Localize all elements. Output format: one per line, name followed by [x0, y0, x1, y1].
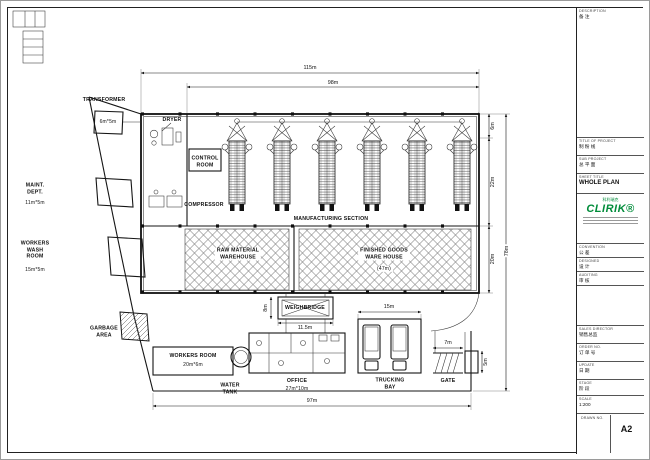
scale-value: 1:200 [579, 402, 591, 407]
warehouse-hatch [184, 228, 472, 291]
clirik-logo: CLIRIK® [586, 203, 635, 215]
label-manufacturing-section: MANUFACTURING SECTION [293, 215, 369, 222]
brand-address-line [583, 222, 638, 224]
stage-value: 阶 段 [579, 386, 590, 391]
titleblock-sub-project: SUB PROJECT 总 平 面 [577, 156, 644, 174]
label-workers-room-size: 20m*6m [183, 361, 203, 368]
label-maint-dept: MAINT. DEPT. [25, 182, 45, 196]
label-maint-dept-size: 11m*5m [25, 199, 45, 206]
drawn-no-cell: DRAWN NO. [579, 415, 610, 453]
description-note: 备 注 [579, 14, 590, 19]
label-workers-room: WORKERS ROOM [169, 352, 217, 359]
titleblock-scale: SCALE 1:200 [577, 396, 644, 414]
titleblock-brand: 科利瑞克 CLIRIK® [577, 194, 644, 244]
convention-value: 公 差 [579, 250, 590, 255]
titleblock-designed: DESIGNED 设 计 [577, 258, 644, 272]
label-office-size: 27m*10m [285, 385, 309, 392]
order-no-value: 订 单 号 [579, 350, 596, 355]
grinding-mills [221, 118, 478, 212]
update-value: 日 期 [579, 368, 590, 373]
label-garbage-area: GARBAGE AREA [90, 325, 118, 339]
titleblock-convention: CONVENTION 公 差 [577, 244, 644, 258]
drawn-no-label: DRAWN NO. [581, 416, 604, 420]
label-workers-wash-room-size: 15m*5m [25, 266, 45, 273]
titleblock-spacer [577, 286, 644, 326]
dim-overall-width: 115m [302, 65, 318, 71]
designed-label: DESIGNED [579, 259, 600, 263]
titleblock-update: UPDATE 日 期 [577, 362, 644, 380]
label-warehouse-inner-dim: (47m) [374, 265, 394, 273]
auditing-value: 审 核 [579, 278, 590, 283]
brand-address-line [583, 216, 638, 218]
brand-chinese: 科利瑞克 [602, 197, 619, 202]
paper-size-cell: A2 [610, 415, 642, 453]
titleblock-sales-director: SALES DIRECTOR 销售总监 [577, 326, 644, 344]
dim-warehouse-depth: 20m [490, 252, 496, 266]
sub-project-label: SUB PROJECT [579, 157, 607, 161]
dimension-lines [140, 69, 510, 410]
label-transformer-size: 6m*5m [99, 118, 117, 125]
sheet-title-value: WHOLE PLAN [579, 180, 620, 186]
label-weighbridge: WEIGHBRIDGE [285, 304, 325, 311]
label-finished-goods-warehouse: FINISHED GOODS WARE HOUSE [358, 247, 410, 261]
titleblock-sheet-title: SHEET TITLE WHOLE PLAN [577, 174, 644, 194]
label-raw-material-warehouse: RAW MATERIAL WAREHOUSE [214, 247, 262, 261]
project-value: 制 粉 线 [579, 144, 596, 149]
dim-gate-width: 7m [443, 340, 453, 346]
dim-overall-depth: 78m [504, 244, 510, 258]
label-water-tank: WATER TANK [220, 382, 240, 396]
designed-value: 设 计 [579, 264, 590, 269]
south-buildings [152, 332, 346, 376]
revision-boxes [12, 10, 46, 64]
titleblock-order-no: ORDER NO. 订 单 号 [577, 344, 644, 362]
titleblock-project: TITLE OF PROJECT 制 粉 线 [577, 138, 644, 156]
sales-director-value: 销售总监 [579, 332, 598, 337]
sheet-title-label: SHEET TITLE [579, 175, 604, 179]
dim-bay-depth: 6m [490, 121, 496, 131]
label-control-room: CONTROL ROOM [191, 155, 219, 169]
paper-size: A2 [620, 424, 633, 434]
stage-label: STAGE [579, 381, 592, 385]
description-label: DESCRIPTION [579, 9, 606, 13]
equipment-bay [148, 122, 222, 208]
building-outline [140, 112, 480, 294]
dim-trucking-bay-width: 15m [382, 304, 396, 310]
dim-hall-width: 98m [326, 80, 340, 86]
label-compressor: COMPRESSOR [184, 201, 224, 208]
titleblock-stage: STAGE 阶 段 [577, 380, 644, 396]
label-dryer: DRYER [162, 116, 182, 123]
titleblock-description: DESCRIPTION 备 注 [577, 8, 644, 138]
project-label: TITLE OF PROJECT [579, 139, 616, 143]
dim-site-bottom-width: 97m [305, 398, 319, 404]
label-office: OFFICE [286, 377, 308, 384]
label-gate: GATE [440, 377, 456, 384]
brand-address-line [583, 219, 638, 221]
update-label: UPDATE [579, 363, 595, 367]
order-no-label: ORDER NO. [579, 345, 602, 349]
sub-project-value: 总 平 面 [579, 162, 596, 167]
titleblock-drawn-no: DRAWN NO. A2 [577, 414, 644, 454]
dim-gate-depth: 5m [483, 357, 489, 367]
trucking-bay-structure [357, 318, 422, 374]
sales-director-label: SALES DIRECTOR [579, 327, 614, 331]
left-side-rooms [93, 110, 150, 342]
dim-weighbridge-depth: 8m [263, 303, 269, 313]
convention-label: CONVENTION [579, 245, 605, 249]
gate-structure [433, 350, 479, 374]
title-block: DESCRIPTION 备 注 TITLE OF PROJECT 制 粉 线 S… [576, 8, 644, 454]
label-workers-wash-room: WORKERS WASH ROOM [20, 240, 50, 260]
label-trucking-bay: TRUCKING BAY [375, 377, 405, 391]
auditing-label: AUDITING [579, 273, 598, 277]
weighbridge-structure [277, 293, 334, 333]
scale-label: SCALE [579, 397, 592, 401]
dim-machine-hall-depth: 22m [490, 175, 496, 189]
label-transformer: TRANSFORMER [82, 96, 126, 103]
dim-weighbridge-width: 11.5m [296, 325, 314, 331]
titleblock-auditing: AUDITING 审 核 [577, 272, 644, 286]
